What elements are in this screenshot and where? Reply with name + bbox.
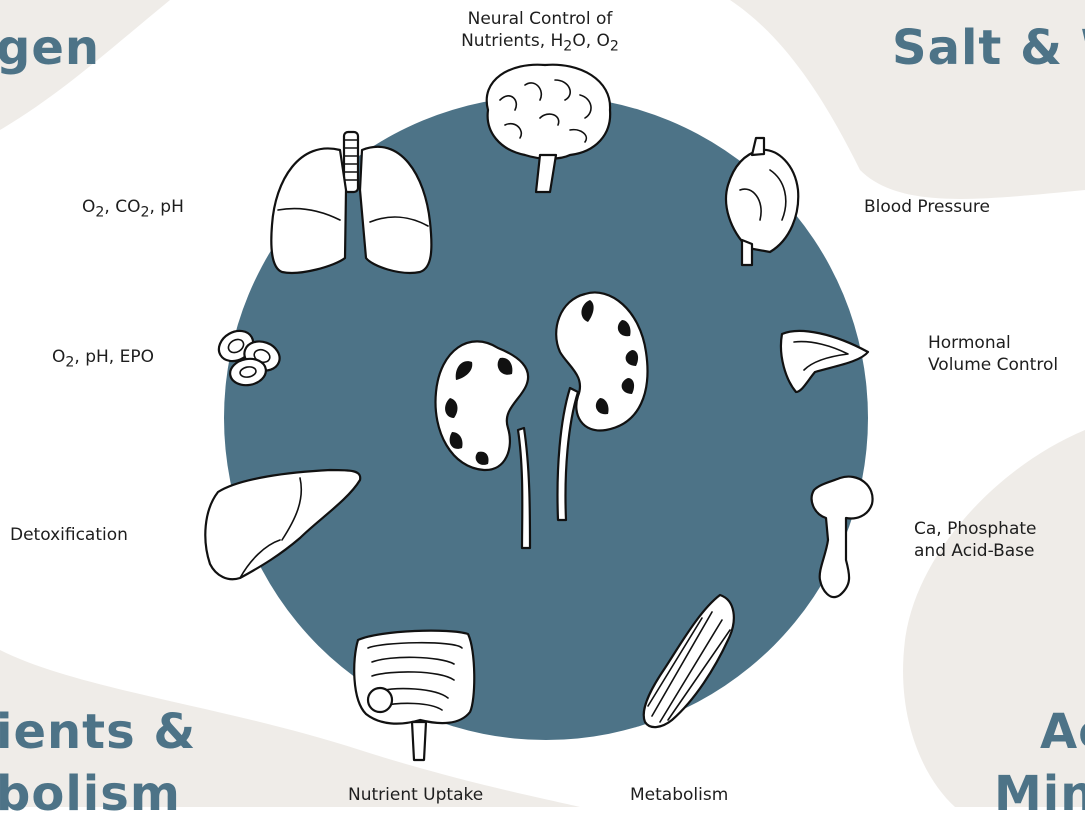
- region-title-salt-water: Salt & W: [892, 20, 1085, 76]
- bone-mineral-label: Ca, Phosphate and Acid-Base: [914, 518, 1037, 562]
- hormonal-line2: Volume Control: [928, 354, 1058, 376]
- blood-label: O2, pH, EPO: [52, 346, 154, 373]
- bone-line2: and Acid-Base: [914, 540, 1037, 562]
- region-title-oxygen: gen: [0, 20, 100, 76]
- metabolism-label: Metabolism: [630, 784, 728, 806]
- detoxification-label: Detoxification: [10, 524, 128, 546]
- gas-exchange-label: O2, CO2, pH: [82, 196, 184, 223]
- region-title-nutrients-line1: ients &: [0, 704, 196, 760]
- hormonal-volume-label: Hormonal Volume Control: [928, 332, 1058, 376]
- region-title-acid-line2: Min: [994, 766, 1085, 822]
- region-title-nutrients-line2: bolism: [0, 766, 181, 822]
- blood-pressure-label: Blood Pressure: [864, 196, 990, 218]
- hormonal-line1: Hormonal: [928, 332, 1058, 354]
- neural-control-line1: Neural Control of: [440, 8, 640, 30]
- nutrient-uptake-label: Nutrient Uptake: [348, 784, 483, 806]
- neural-control-line2: Nutrients, H2O, O2: [440, 30, 640, 57]
- bone-line1: Ca, Phosphate: [914, 518, 1037, 540]
- neural-control-label: Neural Control of Nutrients, H2O, O2: [440, 8, 640, 57]
- region-title-acid-line1: Ac: [1040, 704, 1085, 760]
- intestines-icon: [354, 631, 474, 760]
